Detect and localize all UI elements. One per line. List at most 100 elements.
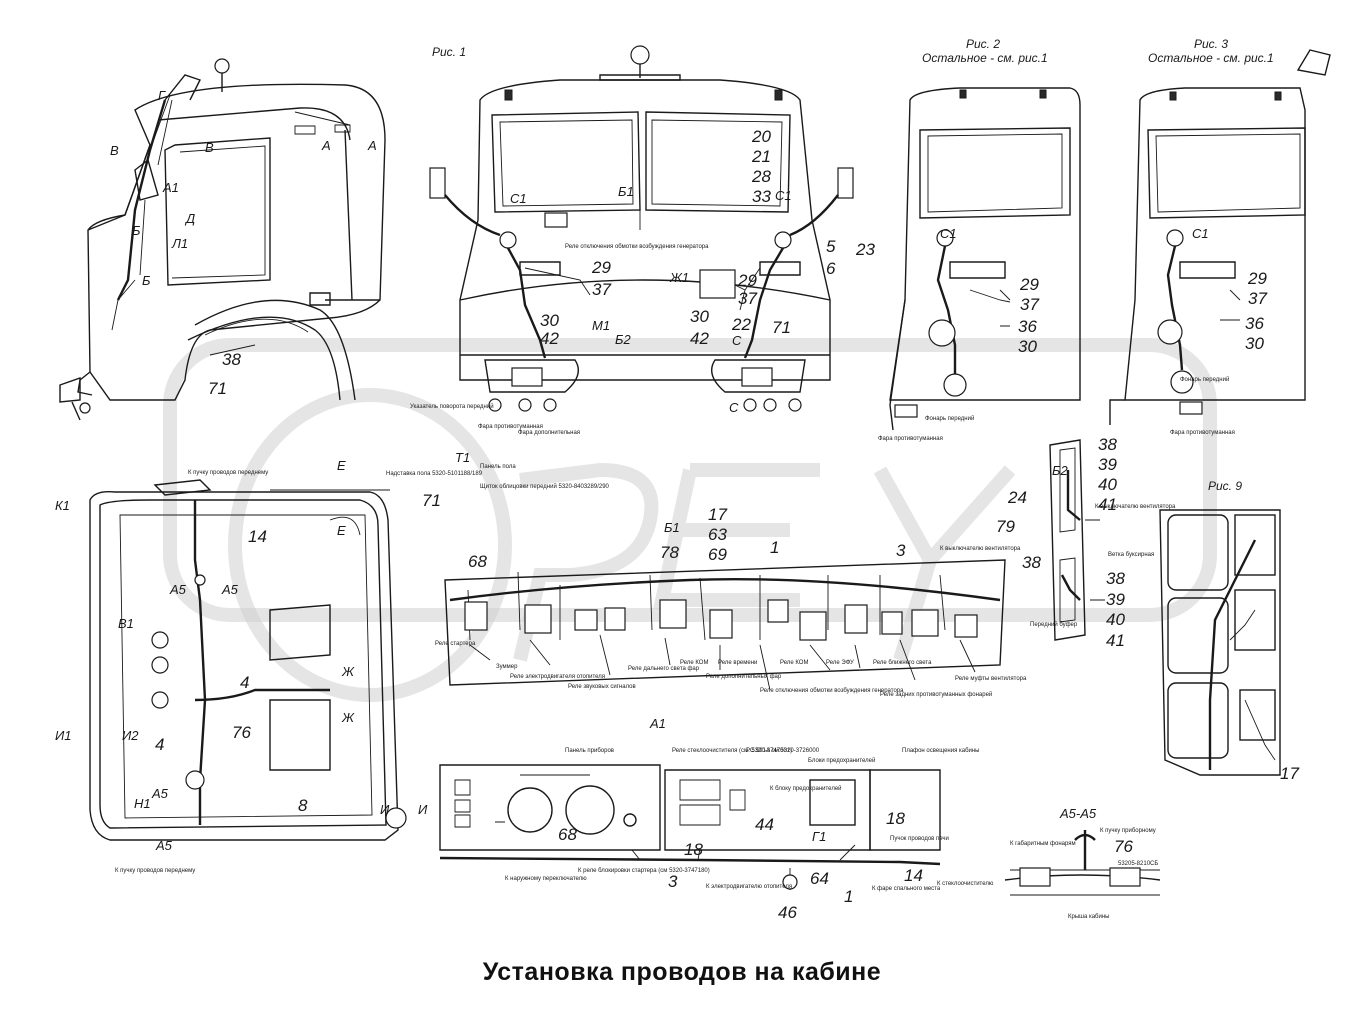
section-b2-label: Б2: [1052, 463, 1068, 478]
callout-4b: 4: [155, 735, 164, 754]
callout-29d: 29: [1247, 269, 1267, 288]
note-panel-prib: Панель приборов: [565, 748, 614, 754]
watermark-logo: [163, 338, 1217, 702]
callout-24: 24: [1007, 488, 1027, 507]
letter-a5c: А5: [151, 786, 169, 801]
letter-zh-b: Ж: [341, 710, 355, 725]
letter-zh-a: Ж: [341, 664, 355, 679]
callout-42a: 42: [540, 329, 559, 348]
callout-38a: 38: [222, 350, 241, 369]
note-bufer: Передний буфер: [1030, 621, 1078, 628]
callout-18a: 18: [684, 840, 703, 859]
cab-rear-view-fig3: [1109, 49, 1331, 425]
note-part: 53205-8210СБ: [1118, 861, 1158, 867]
callout-44: 44: [755, 815, 774, 834]
callout-79: 79: [996, 517, 1015, 536]
note-relay-eng: Реле отключения обмотки возбуждения гене…: [565, 244, 709, 250]
letter-d: Д: [184, 211, 195, 226]
note-fara: Фара противотуманная: [478, 424, 543, 430]
relay-list-6: Реле времени: [718, 660, 757, 666]
letter-v1: В1: [118, 616, 134, 631]
note-shield2: Щиток облицовки передний 5320-8403289/29…: [480, 483, 610, 490]
callout-76b: 76: [1114, 837, 1133, 856]
callout-4a: 4: [240, 673, 249, 692]
note-panel-floor: Надставка пола 5320-5101188/189: [386, 471, 483, 477]
callout-37d: 37: [1248, 289, 1267, 308]
callout-17b: 17: [1280, 764, 1299, 783]
letter-m1: М1: [592, 318, 610, 333]
letter-g1: Г1: [812, 829, 826, 844]
callout-36d: 36: [1245, 314, 1264, 333]
note-k-fonar: К габаритным фонарям: [1010, 841, 1076, 847]
letter-g: Г: [158, 88, 166, 103]
note-k-fara: К фаре спального места: [872, 886, 941, 892]
callout-29c: 29: [1019, 275, 1039, 294]
fig1-title: Рис. 1: [432, 45, 466, 59]
relay-list-0: Реле стартера: [435, 641, 476, 647]
note-fara3: Фара противотуманная: [878, 436, 943, 442]
letter-b: Б: [132, 223, 141, 238]
callout-41a: 41: [1098, 495, 1117, 514]
callout-30b: 30: [690, 307, 709, 326]
relay-list-4: Реле дальнего света фар: [628, 666, 700, 672]
fig9-title: Рис. 9: [1208, 479, 1242, 493]
section-a5a5-label: А5-А5: [1059, 806, 1097, 821]
callout-71a: 71: [208, 379, 227, 398]
letter-a5d: А5: [155, 838, 173, 853]
letter-e2: Е: [337, 523, 346, 538]
fig9-view: [1159, 509, 1281, 776]
letter-a5b: А5: [221, 582, 239, 597]
note-k-relay: К реле блокировки стартера (см 5320-3747…: [578, 868, 710, 874]
callout-36c: 36: [1018, 317, 1037, 336]
note-blok: Блоки предохранителей: [808, 757, 875, 764]
letter-c1a: С1: [510, 191, 527, 206]
relay-list-2: Реле электродвигателя отопителя: [510, 674, 605, 680]
note-relay-start: Реле стеклоочистителя (см. 5320-3747001): [672, 748, 792, 754]
note-fara4: Фара противотуманная: [1170, 430, 1235, 436]
callout-40a: 40: [1098, 475, 1117, 494]
callout-29b: 29: [737, 271, 757, 290]
note-k-nar: К наружному переключателю: [505, 876, 587, 882]
relay-list-3: Реле звуковых сигналов: [568, 684, 636, 690]
note-ptr-turn: Указатель поворота передний: [410, 403, 494, 410]
relay-list-1: Зуммер: [496, 664, 518, 670]
relay-list-9: Реле КОМ: [780, 660, 808, 666]
callout-14b: 14: [904, 866, 923, 885]
callout-17a: 17: [708, 505, 727, 524]
callout-3a: 3: [896, 541, 906, 560]
callout-46: 46: [778, 903, 797, 922]
callout-3b: 3: [668, 872, 678, 891]
callout-38c: 38: [1022, 553, 1041, 572]
section-a5-detail: [1004, 830, 1161, 896]
cab-interior-wiring: [89, 479, 407, 841]
letter-e1: Е: [337, 458, 346, 473]
callout-30d: 30: [1245, 334, 1264, 353]
view-letters: Г В В А А А1 Д Б Л1 Б С1 Б1 С1 Ж1 М1 Б2 …: [55, 88, 1209, 853]
callout-69: 69: [708, 545, 727, 564]
letter-a1: А1: [162, 180, 179, 195]
callout-37b: 37: [738, 289, 757, 308]
figure-titles: Рис. 1 Рис. 2 Остальное - см. рис.1 Рис.…: [432, 37, 1274, 821]
section-a1-label: А1: [649, 716, 666, 731]
callout-22: 22: [731, 315, 751, 334]
letter-i1: И1: [55, 728, 72, 743]
relay-list-10: Реле ЭФУ: [826, 660, 854, 666]
note-k-dop2: К выключателю вентилятора: [1095, 504, 1176, 510]
callout-37a: 37: [592, 280, 611, 299]
letter-n1: Н1: [134, 796, 151, 811]
callout-5: 5: [826, 237, 836, 256]
callout-18b: 18: [886, 809, 905, 828]
letter-a2: А: [367, 138, 377, 153]
cab-rear-view-fig2: [889, 87, 1081, 431]
note-k-otop: К электродвигателю отопителя: [706, 884, 792, 890]
drawing-title: Установка проводов на кабине: [482, 958, 882, 986]
callout-28: 28: [751, 167, 771, 186]
callout-1a: 1: [770, 538, 779, 557]
bumper-view-b2: [1049, 439, 1105, 641]
fig3-title: Рис. 3: [1194, 37, 1228, 51]
callout-68b: 68: [558, 825, 577, 844]
callout-38b: 38: [1098, 435, 1117, 454]
callout-37c: 37: [1020, 295, 1039, 314]
callout-78: 78: [660, 543, 679, 562]
